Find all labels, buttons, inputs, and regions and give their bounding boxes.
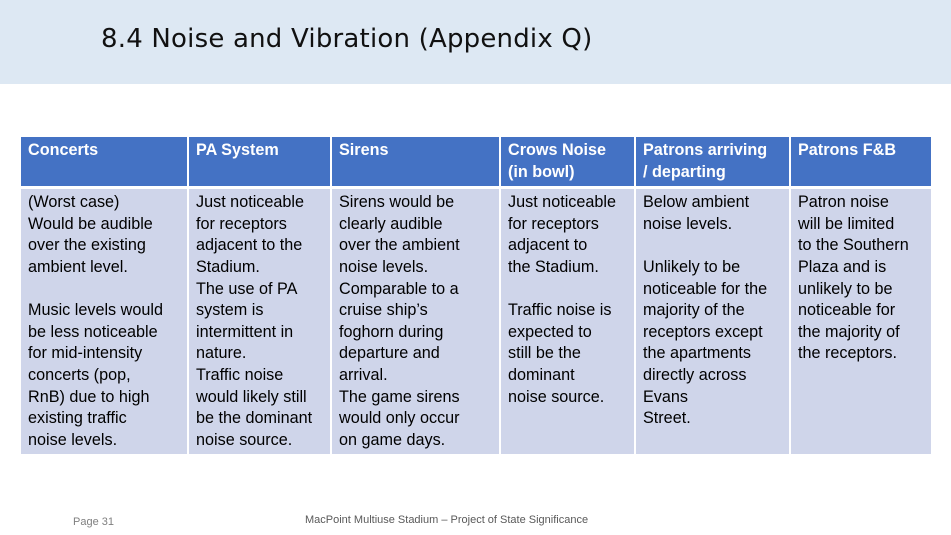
footer-project-name: MacPoint Multiuse Stadium – Project of S… (305, 514, 589, 526)
table-header-row: Concerts PA System Sirens Crows Noise (i… (21, 137, 931, 188)
noise-impact-table: Concerts PA System Sirens Crows Noise (i… (21, 137, 931, 455)
header-crowd-noise: Crows Noise (in bowl) (500, 137, 636, 188)
header-concerts: Concerts (21, 137, 189, 188)
page-number: Page 31 (73, 516, 114, 528)
cell-patrons-arriving: Below ambient noise levels. Unlikely to … (635, 187, 791, 455)
header-pa-system: PA System (188, 137, 332, 188)
cell-concerts: (Worst case) Would be audible over the e… (21, 187, 189, 455)
title-band (0, 0, 951, 84)
cell-pa-system: Just noticeable for receptors adjacent t… (188, 187, 332, 455)
cell-patrons-fb: Patron noise will be limited to the Sout… (790, 187, 931, 455)
cell-crowd-noise: Just noticeable for receptors adjacent t… (500, 187, 636, 455)
header-patrons-arriving: Patrons arriving / departing (635, 137, 791, 188)
header-patrons-fb: Patrons F&B (790, 137, 931, 188)
cell-sirens: Sirens would be clearly audible over the… (331, 187, 501, 455)
slide-title: 8.4 Noise and Vibration (Appendix Q) (101, 24, 593, 54)
table-row: (Worst case) Would be audible over the e… (21, 187, 931, 455)
header-sirens: Sirens (331, 137, 501, 188)
